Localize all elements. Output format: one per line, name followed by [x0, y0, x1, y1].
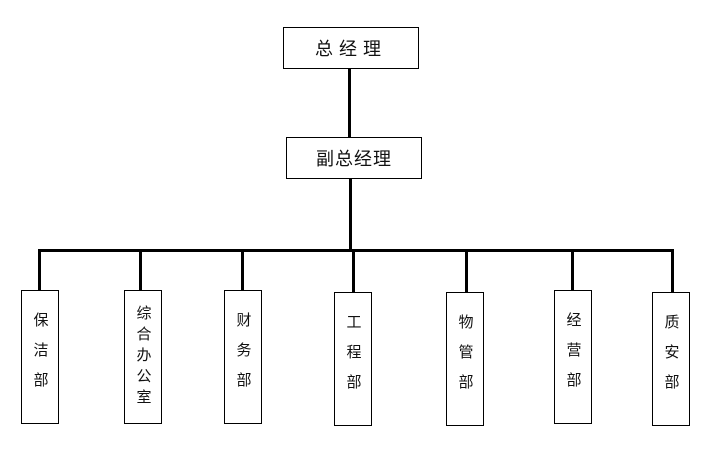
department-box-cleaning: 保洁部 — [21, 290, 59, 424]
connector-to-dept-2 — [139, 250, 142, 290]
department-label: 保洁部 — [31, 312, 50, 402]
department-box-engineering: 工程部 — [334, 292, 372, 426]
horizontal-bus-line — [38, 249, 674, 252]
general-manager-label: 总经理 — [315, 39, 387, 60]
department-label: 工程部 — [344, 314, 363, 404]
department-box-finance: 财务部 — [224, 290, 262, 424]
connector-to-dept-5 — [465, 250, 468, 292]
connector-top-to-deputy — [348, 69, 351, 137]
department-box-quality-safety: 质安部 — [652, 292, 690, 426]
department-label: 物管部 — [456, 314, 475, 404]
connector-to-dept-3 — [241, 250, 244, 290]
deputy-general-manager-label: 副总经理 — [316, 149, 392, 170]
connector-to-dept-6 — [571, 250, 574, 290]
department-label: 经营部 — [564, 312, 583, 402]
department-label: 质安部 — [662, 314, 681, 404]
department-box-general-office: 综合办公室 — [124, 290, 162, 424]
department-label: 财务部 — [234, 312, 253, 402]
deputy-general-manager-box: 副总经理 — [286, 137, 422, 179]
connector-to-dept-1 — [38, 250, 41, 290]
department-box-property-management: 物管部 — [446, 292, 484, 426]
department-box-operations: 经营部 — [554, 290, 592, 424]
connector-deputy-to-bus — [349, 179, 352, 250]
department-label: 综合办公室 — [134, 304, 153, 410]
general-manager-box: 总经理 — [283, 27, 419, 69]
connector-to-dept-7 — [671, 250, 674, 292]
connector-to-dept-4 — [352, 250, 355, 292]
